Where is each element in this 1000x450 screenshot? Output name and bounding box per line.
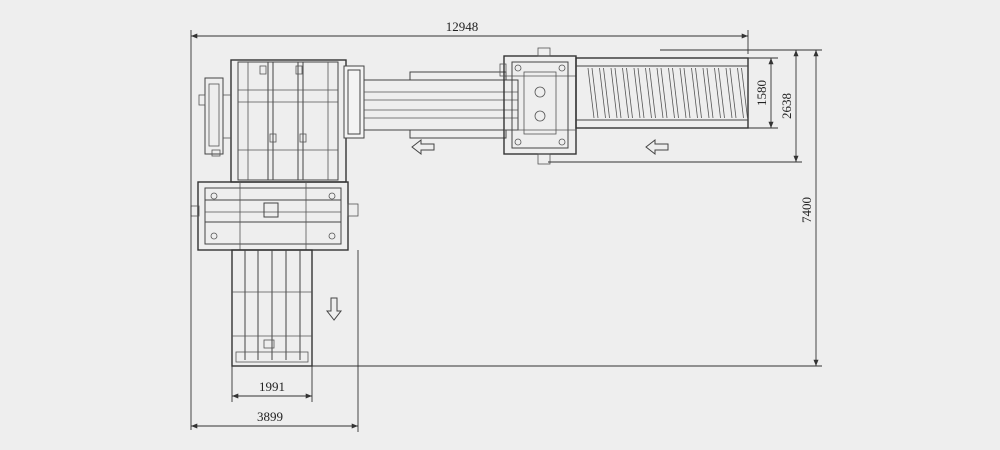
dim-label-feed-width: 1580 <box>754 80 769 106</box>
conveyor-slat <box>622 67 629 119</box>
conveyor-slat <box>660 67 668 119</box>
conveyor-slat <box>714 67 721 119</box>
flow-arrow-bale-exit <box>325 297 343 321</box>
dim-bale-exit-width: 1991 <box>231 366 313 402</box>
conveyor-slat <box>637 67 645 119</box>
press-housing <box>230 59 347 183</box>
feed-ram-channel <box>343 65 519 139</box>
conveyor-slat <box>702 67 710 119</box>
conveyor-slat <box>737 67 744 119</box>
conveyor-slat <box>610 67 618 119</box>
conveyor-slat <box>645 67 652 119</box>
conveyor-slat <box>633 67 641 119</box>
conveyor-slat <box>729 67 737 119</box>
dim-feed-width: 1580 <box>748 57 778 129</box>
conveyor-slat <box>706 67 714 119</box>
bale-chamber <box>190 181 359 251</box>
conveyor-slat <box>591 67 599 119</box>
conveyor-slat <box>587 67 595 119</box>
dim-label-conveyor-depth: 2638 <box>779 93 794 119</box>
conveyor-slat <box>599 67 606 119</box>
dim-label-overall-height: 7400 <box>799 197 814 223</box>
conveyor-slat <box>683 67 691 119</box>
conveyor-slat <box>626 67 633 119</box>
conveyor-slat <box>718 67 725 119</box>
dim-base-width: 3899 <box>191 250 359 432</box>
conveyor-slat <box>691 67 698 119</box>
flow-arrow-conveyor <box>645 138 669 156</box>
bale-exit-channel <box>231 249 313 367</box>
conveyor-slat <box>668 67 675 119</box>
dim-label-overall-length: 12948 <box>446 19 479 34</box>
dim-label-base-width: 3899 <box>257 409 283 424</box>
conveyor-slat <box>679 67 687 119</box>
conveyor-slat <box>603 67 610 119</box>
conveyor-slat <box>656 67 664 119</box>
conveyor-slat <box>741 67 748 119</box>
flow-arrow-press-feed <box>411 138 435 156</box>
dim-overall-height: 7400 <box>312 49 822 367</box>
conveyor-slat <box>672 67 679 119</box>
dim-overall-length: 12948 <box>190 19 749 430</box>
infeed-conveyor <box>575 57 749 129</box>
conveyor-slat <box>695 67 702 119</box>
conveyor-slat <box>649 67 656 119</box>
conveyor-slat <box>725 67 733 119</box>
dim-conveyor-depth: 2638 <box>548 49 802 163</box>
dim-label-bale-exit-width: 1991 <box>259 379 285 394</box>
left-motor-unit <box>198 77 231 157</box>
precompression-unit <box>499 47 577 165</box>
conveyor-slat <box>614 67 622 119</box>
